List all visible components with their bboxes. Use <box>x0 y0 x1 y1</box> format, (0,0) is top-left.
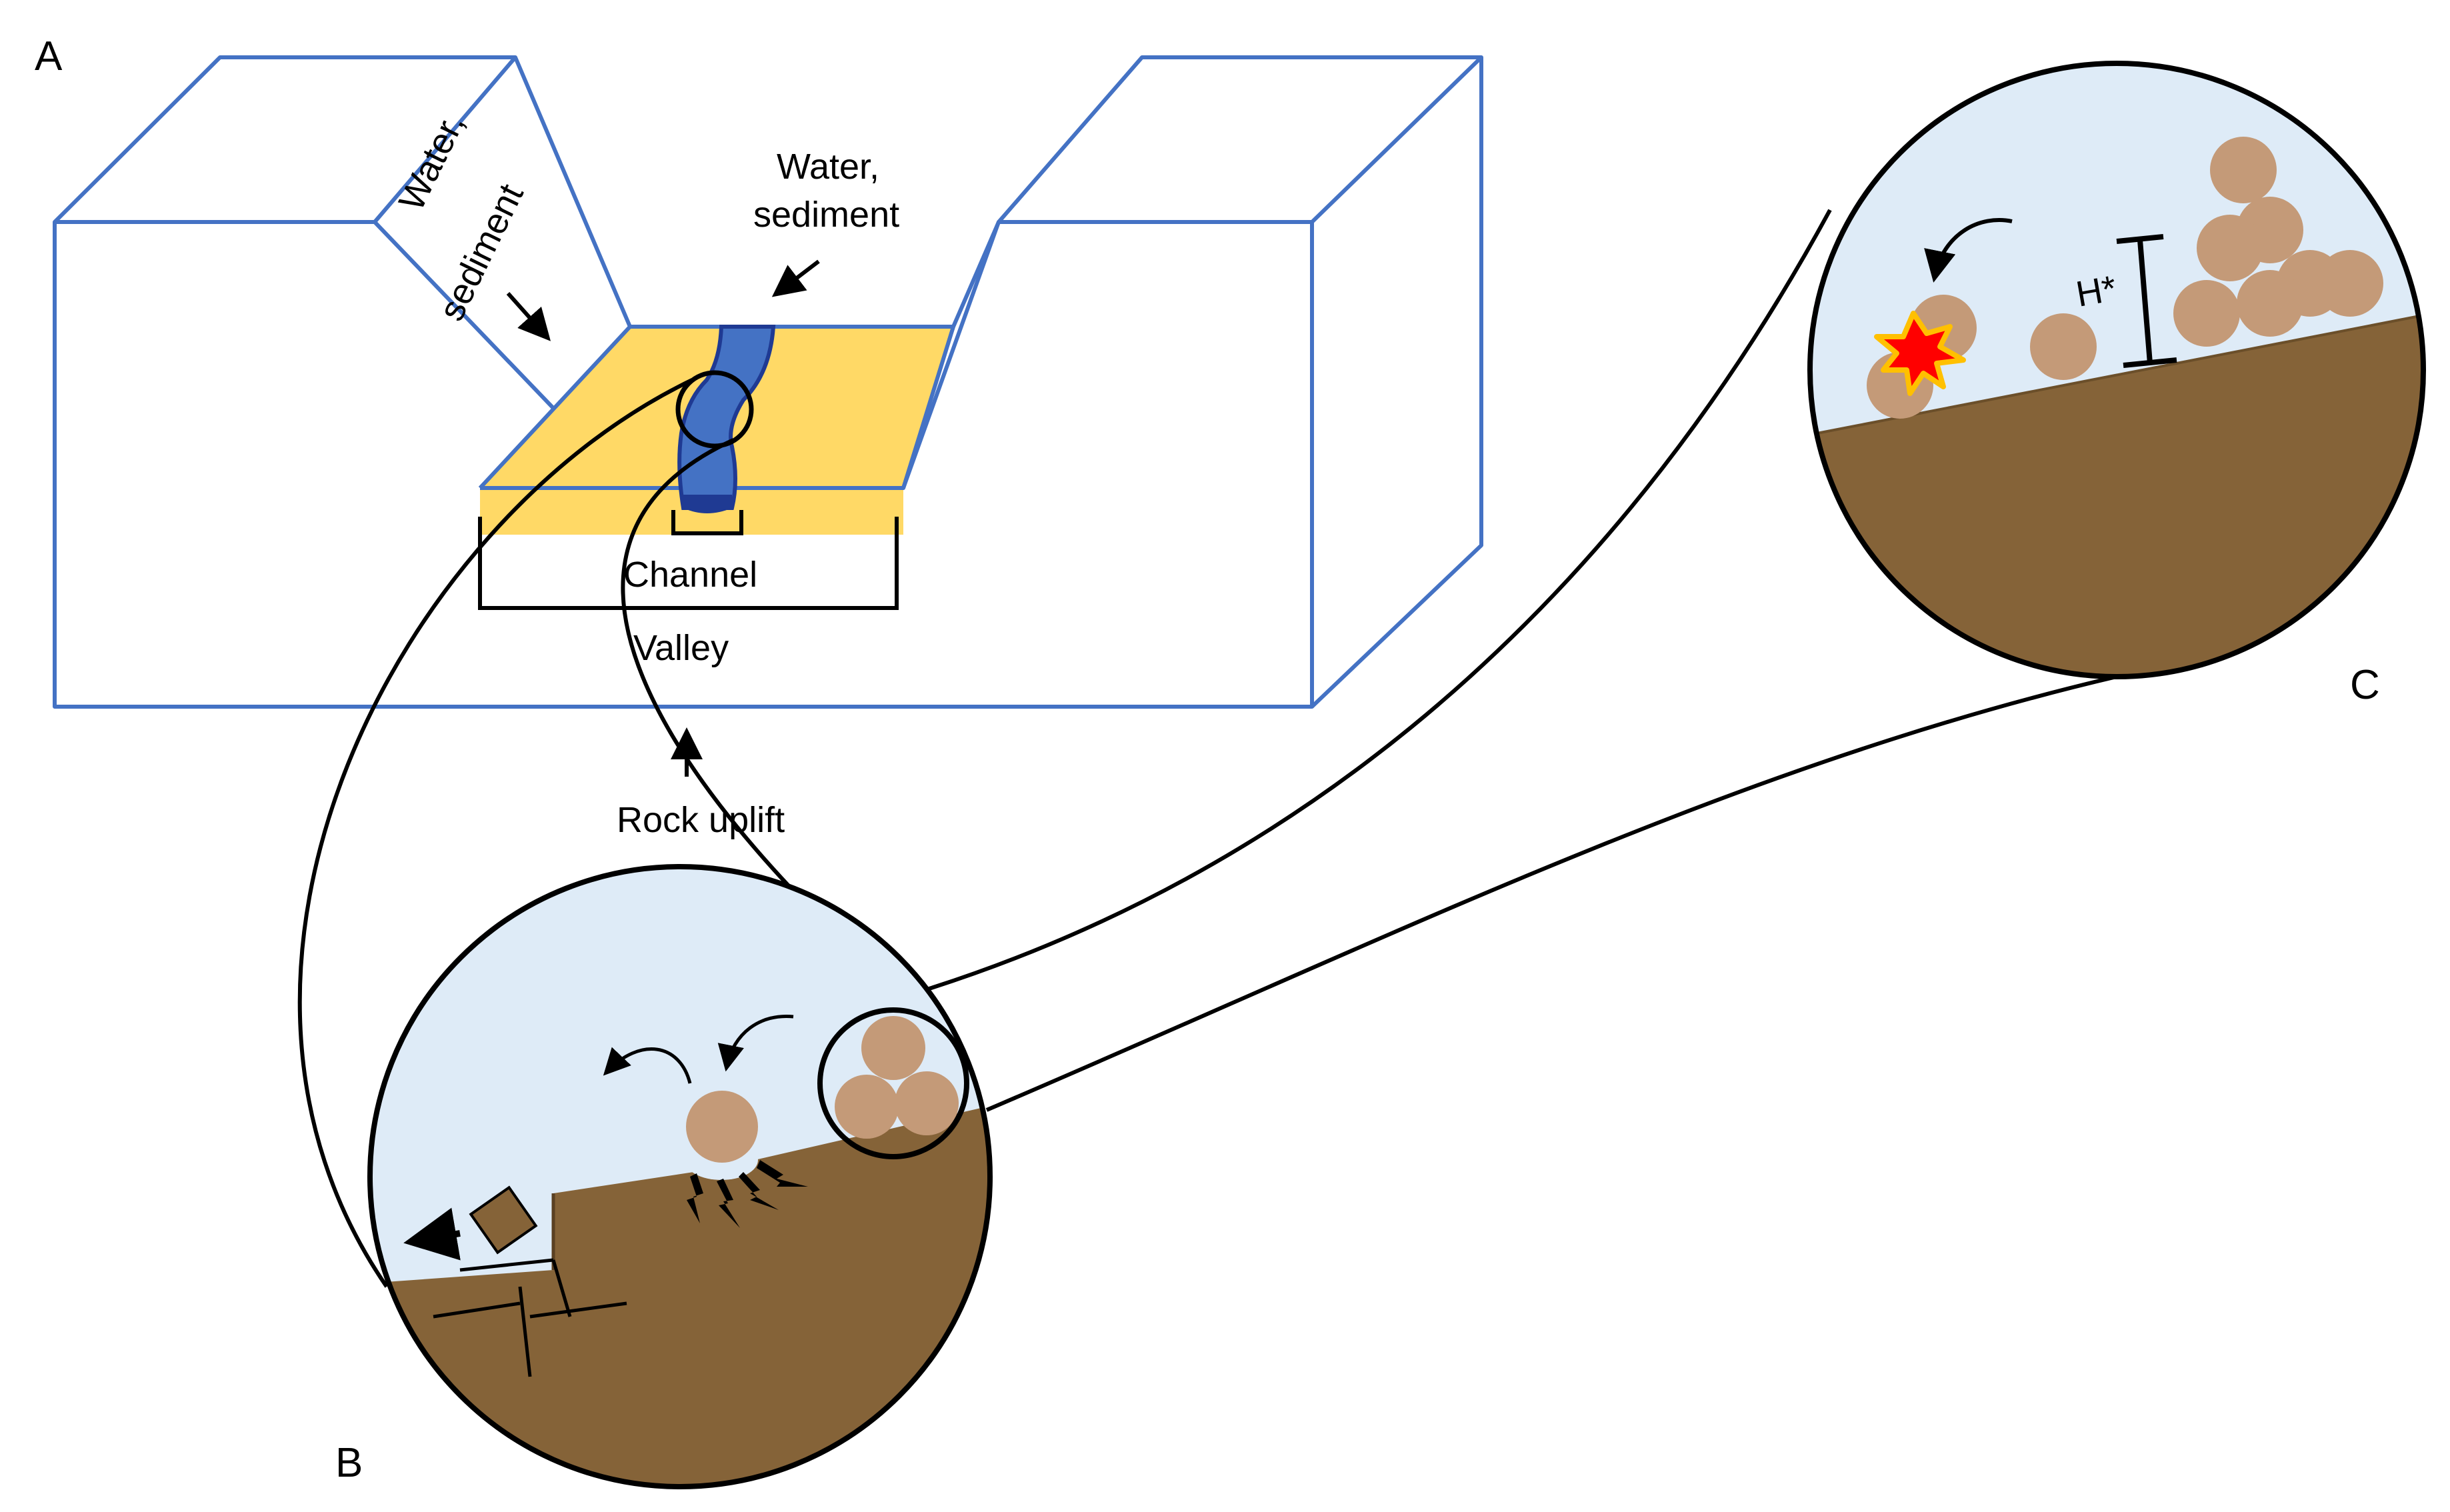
panel-label-b: B <box>335 1440 363 1486</box>
label-rock-uplift: Rock uplift <box>617 800 785 840</box>
bedrock-b <box>370 1107 990 1487</box>
valley-bracket <box>478 517 899 610</box>
zoom-circle-grains <box>817 1007 969 1159</box>
label-sediment: sediment <box>753 195 899 235</box>
channel-bracket <box>671 510 743 535</box>
impact-star-icon <box>1874 311 1966 396</box>
label-valley: Valley <box>633 628 729 668</box>
curved-arrow-icon <box>603 1047 692 1084</box>
down-arrow-icon <box>506 292 551 341</box>
block-outline <box>53 55 1483 709</box>
crack-icon <box>433 1258 627 1377</box>
fracture-bolt-icon <box>687 1160 808 1228</box>
wall-label-water: Water, <box>391 107 472 217</box>
zoom-panel-c: H* C <box>1807 61 2426 708</box>
saltating-grain <box>686 1091 758 1163</box>
curved-arrow-icon <box>1924 218 2013 283</box>
label-h-star: H* <box>2073 268 2120 315</box>
zoom-panel-b: B <box>335 864 993 1489</box>
h-star-bar <box>2116 234 2177 368</box>
panel-label-a: A <box>35 33 63 79</box>
valley-block-diagram: Water, sediment Water, sediment Channel … <box>53 55 1483 840</box>
down-arrow-icon <box>771 259 820 297</box>
grain-cluster-b <box>835 1016 959 1139</box>
zoom-circle-river <box>675 370 754 449</box>
panel-label-c: C <box>2350 662 2380 708</box>
label-water: Water, <box>777 147 879 187</box>
plucked-block-icon <box>469 1185 538 1255</box>
curved-arrow-icon <box>717 1014 794 1072</box>
left-arrow-icon <box>403 1207 461 1261</box>
label-channel: Channel <box>623 555 757 595</box>
